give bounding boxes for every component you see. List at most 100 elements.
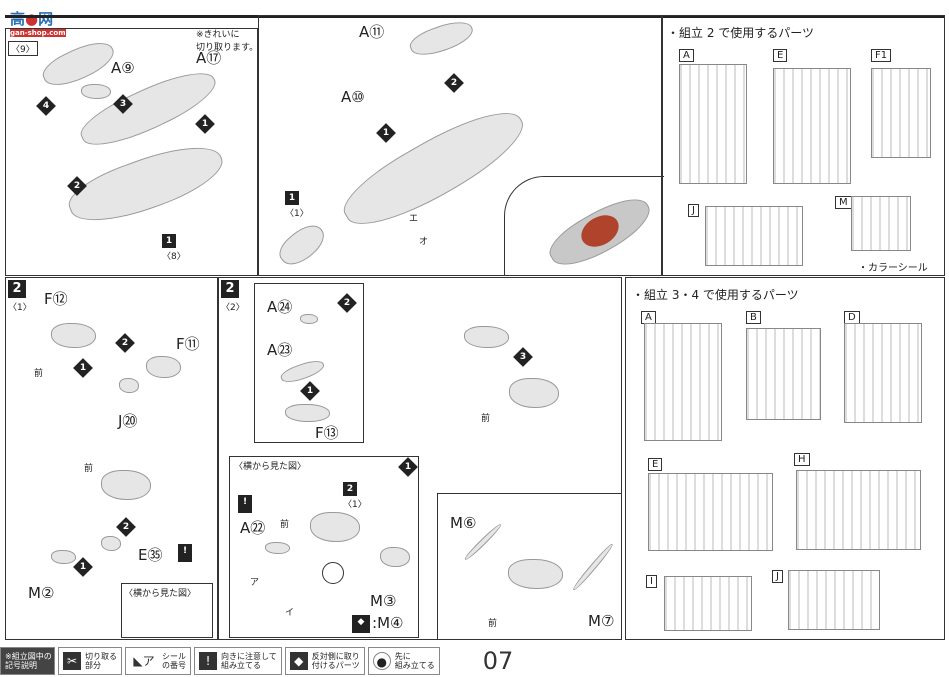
part-drawing [310,512,360,542]
ref-step: 1 [162,234,176,248]
part-label: M⑥ [450,514,477,532]
part-drawing [101,536,121,551]
separator: : [372,614,378,632]
runner-label: E [648,458,663,471]
runner-d [844,323,922,423]
part-drawing [508,559,563,589]
runner-label: J [688,204,699,217]
step-marker: 1 [300,381,320,401]
symbol-legend: ※組立図中の 記号説明 ✂切り取る 部分 ◣アシール の番号 !向きに注意して … [0,645,949,677]
sticker-number: ア [250,578,260,588]
parts-title: ・組立 2 で使用するパーツ [667,26,815,40]
panel-step-top-mid: A⑪ A⑩ 2 1 1 〈1〉 エ オ [258,15,664,277]
part-drawing [51,550,76,564]
legend-title: ※組立図中の 記号説明 [0,647,55,675]
step-number: 2 [221,280,239,298]
part-drawing [146,356,181,378]
part-drawing [81,84,111,99]
assemble-first-icon: ● [372,652,391,670]
step-marker: 2 [444,73,464,93]
parts-title: ・組立 3・4 で使用するパーツ [632,288,799,302]
part-drawing [265,542,290,554]
part-label: M② [28,584,55,602]
step-sub: 〈1〉 [8,303,32,313]
part-label: A㉔ [267,298,293,316]
step-marker: 1 [73,557,93,577]
main-inset: 〈横から見た図〉 ! A㉒ 前 2 〈1〉 ア イ M③ ◆ :M④ [229,456,419,638]
front-label: 前 [481,414,491,424]
legend-text: 向きに注意して 組み立てる [221,652,277,670]
step-number: 2 [8,280,26,298]
runner-label: A [679,49,694,62]
sticker-number: エ [409,214,419,224]
runner-h [796,470,921,550]
part-drawing [278,356,327,387]
ref-step: 1 [285,191,299,205]
sub-assembly-inset: A㉔ A㉓ F⑬ 2 1 [254,283,364,443]
step-marker: 3 [113,94,133,114]
runner-label: A [641,311,656,324]
runner-j [705,206,803,266]
part-label: E㉟ [138,546,163,564]
part-label: M⑦ [588,612,615,630]
panel-step-2-1: 2 〈1〉 F⑫ F⑪ J⑳ E㉟ M② 前 前 2 1 2 1 ! 〈横から見… [5,277,218,640]
part-label: A⑪ [359,23,385,41]
part-drawing [509,378,559,408]
legend-text: シール の番号 [162,652,186,670]
step-marker: 1 [398,457,418,477]
side-view-label: 〈横から見た図〉 [234,462,307,472]
runner-e [648,473,773,551]
step-tag: 〈9〉 [8,41,38,56]
legend-item: !向きに注意して 組み立てる [194,647,282,675]
front-label: 前 [84,464,94,474]
runner-m [851,196,911,251]
part-drawing [62,133,230,235]
part-drawing [101,470,151,500]
legend-item: ◣アシール の番号 [125,647,191,675]
runner-a [679,64,747,184]
part-label: M④ [377,614,404,632]
legend-item: ●先に 組み立てる [367,647,440,675]
ref-sub: 〈1〉 [343,500,367,510]
panel-step-2-2: 2 〈2〉 A㉔ A㉓ F⑬ 2 1 3 前 〈横から見た図〉 ! A㉒ 前 2… [218,277,622,640]
nippers-icon: ✂ [63,652,81,670]
side-view-label: 〈横から見た図〉 [124,589,197,599]
exclamation-icon: ! [178,544,192,562]
panel-step-9: 〈9〉 ※きれいに 切り取ります。 A⑨ A⑰ 4 3 1 2 1 〈8〉 [5,28,258,276]
step-marker: 1 [376,123,396,143]
part-label: J⑳ [118,412,138,430]
part-drawing [300,314,318,324]
step-sub: 〈2〉 [221,303,245,313]
part-drawing [51,323,96,348]
legend-text: 先に 組み立てる [394,652,435,670]
runner-i [664,576,752,631]
runner-label: M [835,196,852,209]
part-label: A㉓ [267,341,293,359]
step-marker: 3 [513,347,533,367]
part-label: F⑫ [44,290,68,308]
top-rule [5,15,945,18]
color-sticker-label: ・カラーシール [858,263,928,274]
runner-label: J [772,570,783,583]
detail-inset: M⑥ M⑦ 前 [437,493,622,640]
ref-sub: 〈8〉 [162,252,186,262]
runner-label: I [646,575,657,588]
part-drawing [380,547,410,567]
parts-panel-step34: ・組立 3・4 で使用するパーツ A B D E H I J [625,277,945,640]
runner-label: H [794,453,810,466]
part-drawing [464,326,509,348]
part-drawing [406,15,477,62]
part-label: F⑬ [315,424,339,442]
front-label: 前 [488,619,498,629]
sticker-number: イ [285,608,295,618]
opposite-side-icon: ◆ [352,615,370,633]
part-drawing [74,60,223,158]
runner-b [746,328,821,420]
part-label: A⑩ [341,88,365,106]
detail-inset [504,176,664,277]
step-marker: 2 [115,333,135,353]
legend-item: ✂切り取る 部分 [58,647,122,675]
ref-step: 2 [343,482,357,496]
part-label: F⑪ [176,335,200,353]
